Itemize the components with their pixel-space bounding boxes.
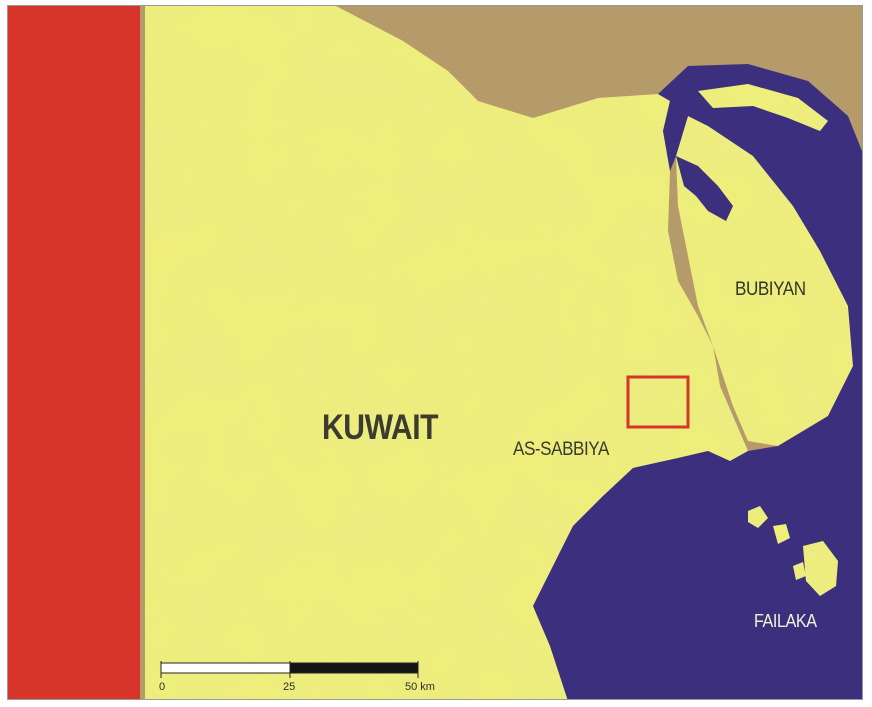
scale-label-25: 25 <box>283 681 296 693</box>
scale-bar-black-segment <box>289 662 419 674</box>
study-area-box <box>626 375 690 429</box>
label-kuwait: KUWAIT <box>322 408 439 447</box>
label-failaka: FAILAKA <box>754 611 817 631</box>
small-island-2 <box>773 524 790 544</box>
khor-inlet <box>676 156 733 221</box>
kuwait-mainland <box>145 6 748 699</box>
label-bubiyan: BUBIYAN <box>735 279 806 300</box>
left-red-strip <box>8 6 140 699</box>
small-island-1 <box>748 506 768 528</box>
scale-bar <box>160 661 419 678</box>
warba-shoal <box>698 84 828 131</box>
label-as-sabbiya: AS-SABBIYA <box>513 439 609 460</box>
small-island-3 <box>793 562 806 580</box>
failaka-island <box>803 541 838 596</box>
scale-label-50: 50 km <box>405 681 435 693</box>
satellite-map <box>8 6 862 699</box>
map-frame: KUWAIT AS-SABBIYA BUBIYAN FAILAKA 0 25 5… <box>7 5 863 700</box>
scale-label-0: 0 <box>159 681 166 693</box>
scale-bar-white-segment <box>160 662 291 674</box>
